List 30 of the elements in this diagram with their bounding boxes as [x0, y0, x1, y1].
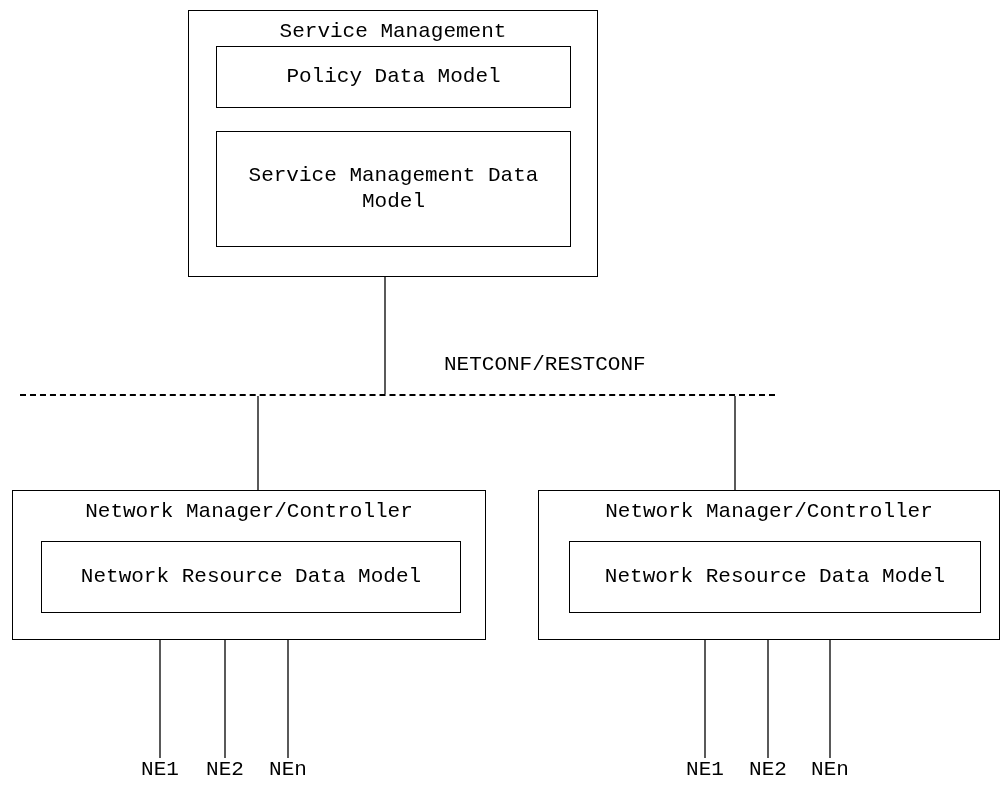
connector-line — [767, 639, 769, 759]
connector-line — [159, 639, 161, 759]
connector-line — [224, 639, 226, 759]
inner-box — [216, 131, 571, 247]
box-title: Service Management — [278, 19, 508, 45]
box-title: Network Manager/Controller — [604, 499, 934, 525]
connector-line — [257, 395, 259, 491]
inner-box — [569, 541, 981, 613]
container-box — [188, 10, 598, 277]
element-name: NEn — [811, 756, 849, 783]
box-label: Network Resource Data Model — [80, 563, 422, 590]
connector-line — [287, 639, 289, 759]
box-title: Network Manager/Controller — [84, 499, 414, 525]
element-name: NE2 — [749, 756, 787, 783]
element-name: NE1 — [141, 756, 179, 783]
inner-box — [41, 541, 461, 613]
inner-box — [216, 46, 571, 108]
container-box — [538, 490, 1000, 640]
element-name: NEn — [269, 756, 307, 783]
element-name: NE2 — [206, 756, 244, 783]
element-name: NE1 — [686, 756, 724, 783]
box-label: Network Resource Data Model — [604, 563, 946, 590]
connector-line — [704, 639, 706, 759]
connector-line — [384, 276, 386, 395]
connector-line — [829, 639, 831, 759]
box-label: Service Management Data Model — [247, 162, 540, 215]
box-label: Policy Data Model — [286, 63, 501, 90]
bus-line — [20, 394, 775, 396]
connector-line — [734, 395, 736, 491]
container-box — [12, 490, 486, 640]
